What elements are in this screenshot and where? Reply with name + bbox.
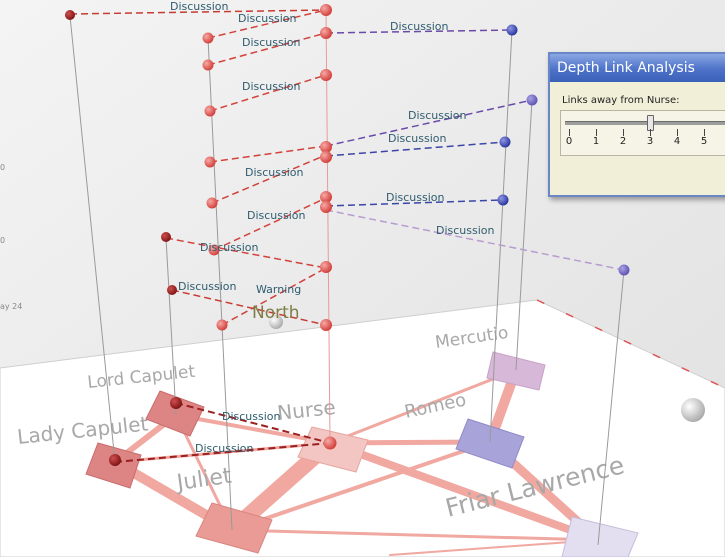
link-label: Discussion <box>408 109 467 122</box>
event-marker[interactable] <box>204 105 216 117</box>
event-marker[interactable] <box>526 94 538 106</box>
link-label: Discussion <box>238 12 297 25</box>
slider-tick <box>677 129 678 136</box>
slider-tick <box>596 129 597 136</box>
slider-track[interactable] <box>565 121 725 125</box>
event-marker[interactable] <box>65 10 75 20</box>
character-nodes <box>85 351 639 557</box>
event-marker[interactable] <box>320 151 332 163</box>
compass-label: North <box>252 303 300 323</box>
slider-tick <box>650 129 651 136</box>
link-label: Discussion <box>170 0 229 13</box>
event-marker[interactable] <box>320 319 332 331</box>
link-label: Discussion <box>436 224 495 237</box>
time-axis-tick: 0 <box>0 163 6 172</box>
slider-tick <box>623 129 624 136</box>
event-marker[interactable] <box>206 197 218 209</box>
event-marker[interactable] <box>216 319 228 331</box>
event-marker[interactable] <box>208 244 220 256</box>
event-marker[interactable] <box>320 69 332 81</box>
node-juliet[interactable] <box>195 502 273 554</box>
node-romeo[interactable] <box>455 418 525 469</box>
event-marker[interactable] <box>320 141 332 153</box>
time-axis-tick: 0 <box>0 236 6 245</box>
compass-sphere <box>269 315 283 329</box>
panel-title[interactable]: Depth Link Analysis <box>550 54 725 82</box>
node-lord-capulet[interactable] <box>145 390 205 437</box>
link-label: Discussion <box>242 80 301 93</box>
event-marker[interactable] <box>170 397 182 409</box>
link-label: Discussion <box>200 241 259 254</box>
event-marker[interactable] <box>506 24 518 36</box>
link-label: Discussion <box>245 166 304 179</box>
event-marker[interactable] <box>167 285 177 295</box>
event-marker[interactable] <box>497 194 509 206</box>
node-mercutio[interactable] <box>486 351 546 391</box>
timeline-poles <box>69 9 625 546</box>
slider-tick-label: 2 <box>619 136 627 147</box>
event-marker[interactable] <box>618 264 630 276</box>
links-away-slider[interactable]: 0 1 2 3 4 5 <box>560 110 725 156</box>
event-marker[interactable] <box>323 436 337 450</box>
link-label: Discussion <box>178 280 237 293</box>
link-label: Discussion <box>195 442 254 455</box>
event-marker[interactable] <box>320 191 332 203</box>
event-marker[interactable] <box>320 261 332 273</box>
slider-tick-label: 1 <box>592 136 600 147</box>
slider-label: Links away from Nurse: <box>562 95 680 106</box>
event-marker[interactable] <box>320 201 332 213</box>
event-markers <box>65 4 630 466</box>
link-label: Discussion <box>247 209 306 222</box>
event-marker[interactable] <box>204 156 216 168</box>
event-marker[interactable] <box>202 32 214 44</box>
camera-sphere[interactable] <box>681 398 705 422</box>
event-marker[interactable] <box>109 454 121 466</box>
slider-tick-label: 5 <box>700 136 708 147</box>
node-friar-lawrence[interactable] <box>561 516 639 557</box>
slider-tick-label: 4 <box>673 136 681 147</box>
event-marker[interactable] <box>161 232 171 242</box>
event-marker[interactable] <box>320 4 332 16</box>
link-label: Discussion <box>388 132 447 145</box>
slider-tick-label: 3 <box>646 136 654 147</box>
slider-tick <box>569 129 570 136</box>
event-marker[interactable] <box>202 59 214 71</box>
slider-tick <box>704 129 705 136</box>
discussion-links <box>69 9 625 463</box>
link-label: Discussion <box>390 20 449 33</box>
link-label: Discussion <box>222 410 281 423</box>
link-label: Discussion <box>242 36 301 49</box>
time-axis-tick: ay 24 <box>0 302 23 311</box>
event-marker[interactable] <box>499 136 511 148</box>
link-label: Warning <box>256 283 301 296</box>
depth-link-analysis-panel: Depth Link Analysis Links away from Nurs… <box>548 52 725 197</box>
event-marker[interactable] <box>320 27 332 39</box>
slider-tick-label: 0 <box>565 136 573 147</box>
link-label: Discussion <box>386 191 445 204</box>
